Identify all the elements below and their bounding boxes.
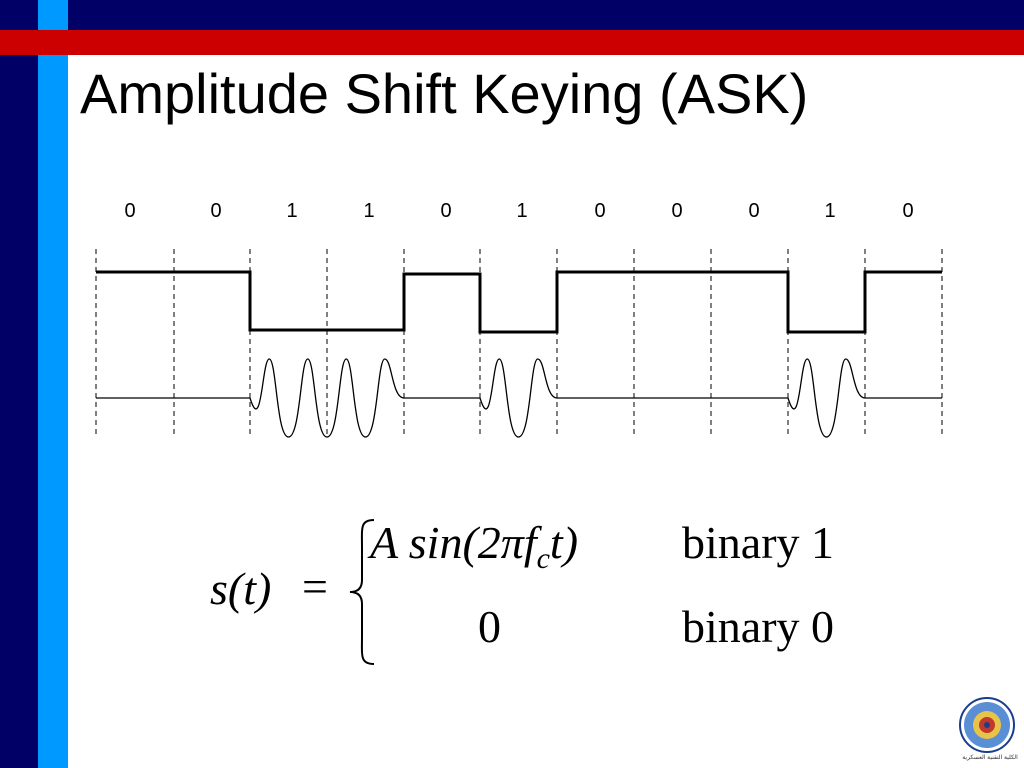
bit-label: 0 xyxy=(902,200,914,222)
bit-label: 0 xyxy=(594,200,606,222)
left-navy-stripe xyxy=(0,0,38,768)
ask-waveform-diagram xyxy=(95,249,943,438)
slide-title: Amplitude Shift Keying (ASK) xyxy=(80,62,809,125)
formula-case1-expr: A sin(2πf xyxy=(370,517,537,568)
bit-label: 0 xyxy=(210,200,222,222)
formula-label-binary0: binary 0 xyxy=(682,601,835,652)
logo-caption: الكلية التقنية العسكرية xyxy=(962,755,1018,761)
bit-label: 0 xyxy=(671,200,683,222)
top-navy-band xyxy=(68,0,1024,30)
college-seal-logo xyxy=(959,697,1015,753)
formula-case1-subscript: c xyxy=(536,542,550,575)
formula-lhs: s(t) xyxy=(210,563,272,614)
top-red-band xyxy=(0,30,1024,55)
left-cyan-stripe xyxy=(38,0,68,768)
formula-equals: = xyxy=(302,561,328,612)
bit-label: 0 xyxy=(124,200,136,222)
ask-modulated-signal xyxy=(96,358,942,438)
bit-label: 1 xyxy=(363,200,375,222)
formula-brace xyxy=(349,519,375,665)
bit-label: 0 xyxy=(748,200,760,222)
digital-signal-line xyxy=(96,270,942,334)
bit-label: 1 xyxy=(824,200,836,222)
ask-formula: s(t) = A sin(2πfct) binary 1 0 binary 0 xyxy=(210,510,890,670)
formula-case-binary0: 0 xyxy=(478,601,501,652)
bit-label: 0 xyxy=(440,200,452,222)
formula-case-binary1: A sin(2πfct) xyxy=(370,516,578,576)
formula-case1-tail: t) xyxy=(549,517,579,568)
bit-boundary-lines xyxy=(95,249,943,437)
bit-labels: 0 0 1 1 0 1 0 0 0 1 0 xyxy=(0,200,1024,234)
bit-label: 1 xyxy=(286,200,298,222)
formula-label-binary1: binary 1 xyxy=(682,517,835,568)
bit-label: 1 xyxy=(516,200,528,222)
